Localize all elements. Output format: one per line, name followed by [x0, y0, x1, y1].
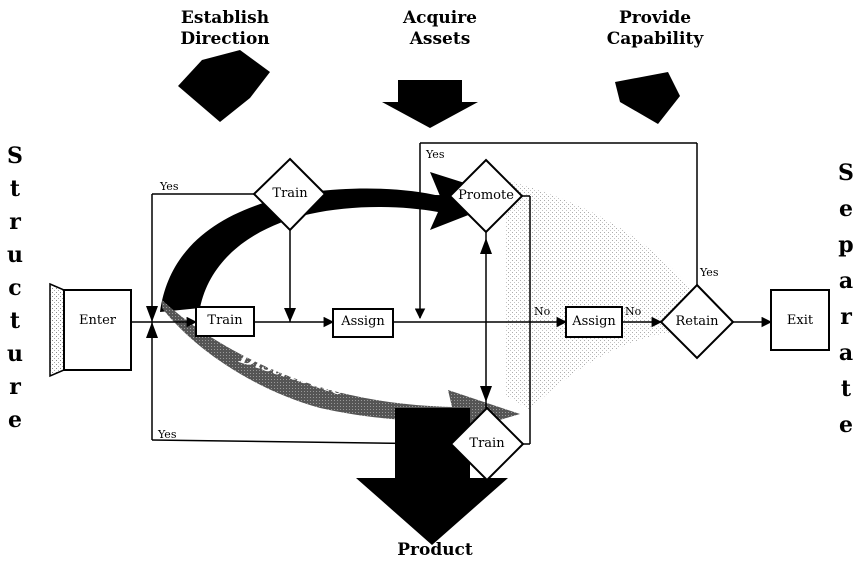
assign-right-label: Assign — [572, 314, 616, 329]
connector-lines — [131, 142, 773, 445]
train-top-label: Train — [272, 186, 308, 201]
arrow-heads — [146, 238, 492, 402]
enter-label: Enter — [79, 313, 116, 328]
no-promote-label: No — [534, 305, 551, 318]
train-bottom-diamond — [449, 406, 525, 482]
acquire-curve — [160, 172, 512, 312]
yes-top-label: Yes — [160, 180, 179, 193]
enter-funnel — [49, 282, 65, 378]
separate-fan — [505, 180, 700, 410]
structure-vertical-label: S t r u c t u r e — [7, 143, 23, 433]
train-mid-label: Train — [207, 313, 243, 328]
acquire-assets-arrow — [382, 80, 478, 128]
retain-label: Retain — [675, 314, 719, 329]
retain-diamond — [659, 283, 735, 360]
yes-bottom-label: Yes — [158, 428, 177, 441]
product-label: Product — [397, 540, 473, 560]
separate-vertical-label: S e p a r a t e — [838, 160, 854, 438]
exit-box — [770, 289, 830, 351]
assign-mid-label: Assign — [341, 314, 385, 329]
exit-label: Exit — [786, 313, 814, 328]
train-bottom-label: Train — [469, 436, 505, 451]
establish-direction-arrow — [178, 50, 270, 122]
enter-box — [63, 289, 132, 371]
yes-retain-label: Yes — [700, 266, 719, 279]
provide-capability-arrow — [615, 72, 680, 124]
yes-promote-label: Yes — [426, 148, 445, 161]
promote-label: Promote — [458, 188, 514, 203]
no-assign-label: No — [625, 305, 642, 318]
